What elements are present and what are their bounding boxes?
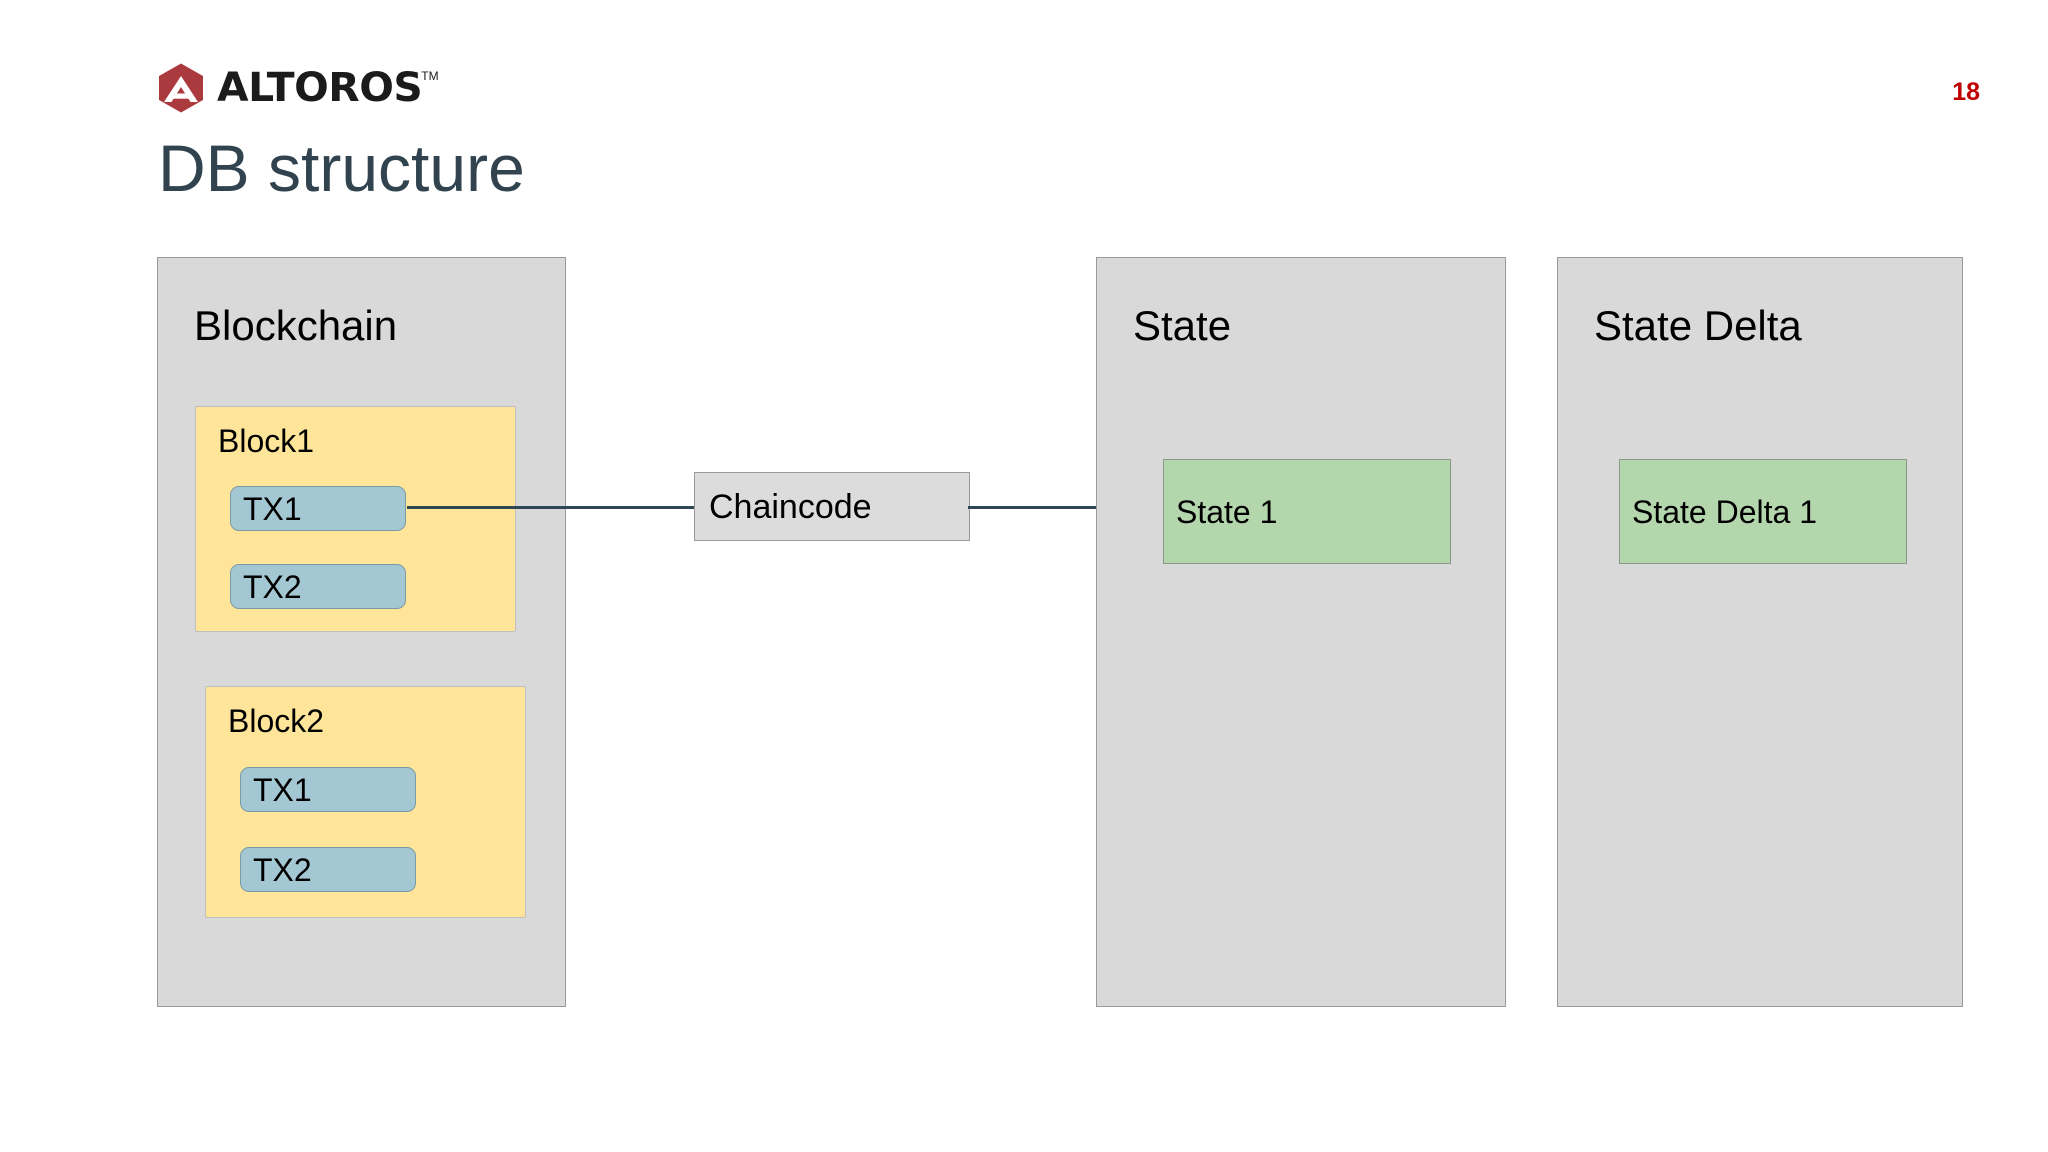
page-number: 18 [1952,78,1980,106]
panel-title-blockchain: Blockchain [194,302,398,349]
state-delta-1-box: State Delta 1 [1619,459,1907,564]
block-2-tx-2-label: TX2 [253,851,312,888]
state-delta-1-label: State Delta 1 [1632,493,1817,530]
state-1-box: State 1 [1163,459,1451,564]
block-2-label: Block2 [228,703,325,739]
panel-title-state-delta: State Delta [1594,302,1802,349]
state-1-label: State 1 [1176,493,1278,530]
block-1-tx-1: TX1 [230,486,406,531]
panel-blockchain: Blockchain Block1 TX1 TX2 Block2 TX1 TX2 [157,257,566,1007]
block-1: Block1 TX1 TX2 [195,406,516,632]
altoros-logo: ALTOROS TM [155,62,439,114]
block-1-tx-2: TX2 [230,564,406,609]
block-2-tx-1-label: TX1 [253,771,312,808]
panel-state-delta: State Delta State Delta 1 [1557,257,1963,1007]
chaincode-label: Chaincode [709,487,872,526]
panel-title-state: State [1133,302,1232,349]
connector-block1tx1-to-chaincode [407,506,696,509]
altoros-hexagon-logo-icon [159,63,203,113]
brand-name: ALTOROS [217,65,423,111]
panel-state: State State 1 [1096,257,1506,1007]
chaincode-node: Chaincode [694,472,970,541]
block-2-tx-2: TX2 [240,847,416,892]
block-1-tx-1-label: TX1 [243,490,302,527]
page-title: DB structure [158,131,525,205]
connector-chaincode-to-state1 [968,506,1164,509]
block-2-tx-1: TX1 [240,767,416,812]
block-2: Block2 TX1 TX2 [205,686,526,918]
altoros-wordmark: ALTOROS TM [217,62,439,114]
trademark-icon: TM [421,69,439,83]
block-1-label: Block1 [218,423,315,459]
block-1-tx-2-label: TX2 [243,568,302,605]
